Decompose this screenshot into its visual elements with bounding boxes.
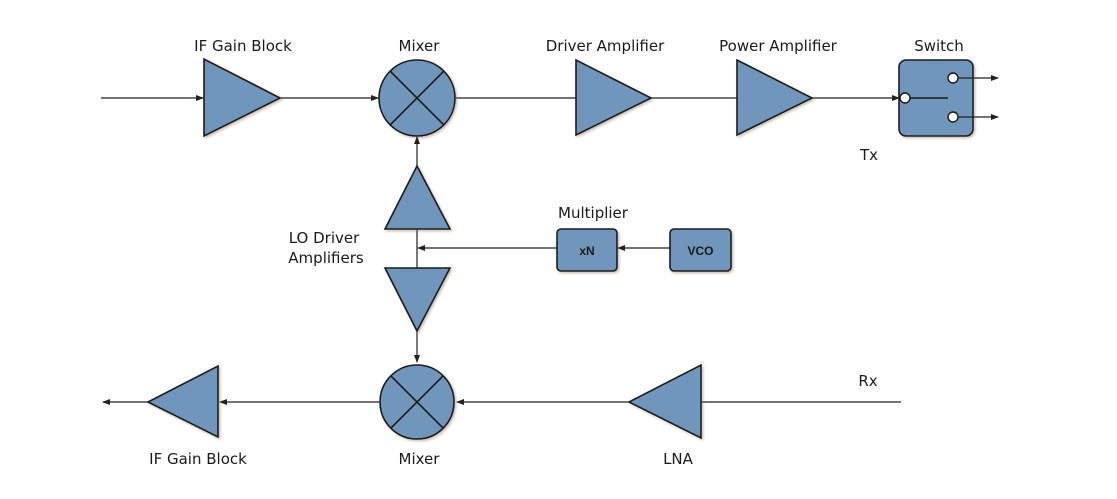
lna-label: LNA — [663, 450, 694, 468]
switch-icon — [898, 59, 999, 137]
lo-driver-label-line2: Amplifiers — [288, 249, 364, 267]
driver-amplifier-icon — [575, 58, 653, 137]
lo-driver-label-line1: LO Driver — [289, 229, 360, 247]
vco-box — [669, 228, 732, 272]
tx-label: Tx — [859, 146, 878, 164]
lo-driver-amplifier-up-icon — [383, 164, 452, 230]
rx-mixer-icon — [379, 364, 455, 440]
lo-driver-amplifier-down-icon — [383, 267, 452, 333]
lna-icon — [627, 363, 702, 440]
tx-mixer-icon — [378, 59, 456, 137]
rx-if-gain-amplifier-icon — [146, 364, 219, 439]
rx-mixer-label: Mixer — [399, 450, 441, 468]
multiplier-label: Multiplier — [558, 204, 629, 222]
vco-box-label: VCO — [687, 244, 713, 258]
switch-label: Switch — [914, 37, 964, 55]
rx-label: Rx — [858, 372, 877, 390]
rx-if-gain-block-label: IF Gain Block — [149, 450, 247, 468]
power-amplifier-icon — [736, 58, 814, 137]
power-amplifier-label: Power Amplifier — [719, 37, 838, 55]
tx-mixer-label: Mixer — [399, 37, 441, 55]
multiplier-box-label: xN — [579, 244, 594, 258]
driver-amplifier-label: Driver Amplifier — [546, 37, 665, 55]
multiplier-box — [556, 228, 618, 272]
tx-if-gain-amplifier-icon — [203, 57, 282, 138]
tx-if-gain-block-label: IF Gain Block — [194, 37, 292, 55]
